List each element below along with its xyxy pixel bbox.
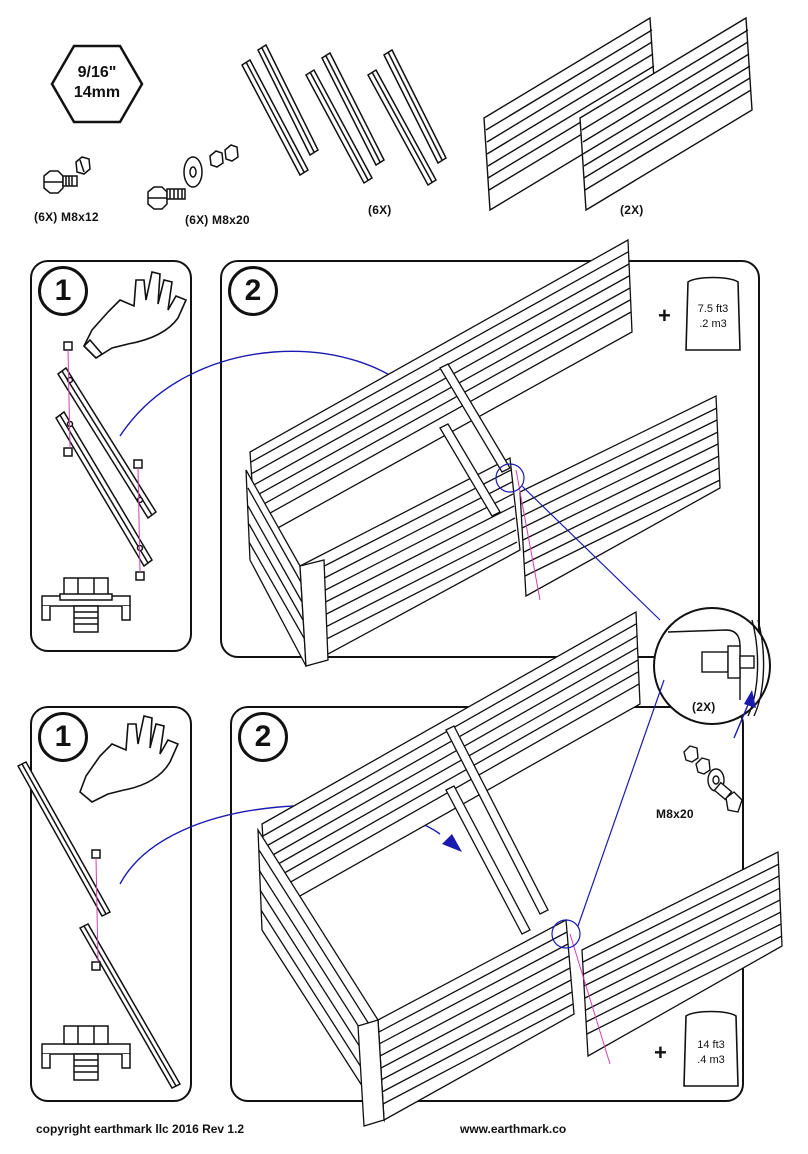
- wrench-size-mm: 14mm: [73, 84, 121, 101]
- bracket-nut-icon: [41, 577, 131, 633]
- arrow-bottom-head: [442, 834, 462, 852]
- bottom-soil-ft3: 14 ft3: [697, 1039, 725, 1051]
- rail-assembly-top: [55, 341, 158, 581]
- top-soil-m3: .2 m3: [699, 318, 727, 330]
- soil-bag-top-icon: [685, 276, 741, 351]
- guide-lines-top2: [515, 469, 541, 601]
- guide-lines-bottom2: [569, 933, 611, 1065]
- top-step2-number: 2: [228, 266, 278, 316]
- planter-box-top: [245, 238, 721, 668]
- rails-label: (6X): [368, 203, 392, 217]
- short-bolt-icon: [43, 156, 91, 194]
- bottom-soil-m3: .4 m3: [697, 1054, 725, 1066]
- glove-icon-bottom: [79, 715, 180, 803]
- rail-assembly-bottom: [16, 761, 182, 1089]
- top-step1-number: 1: [38, 266, 88, 316]
- detail-callout-bottom: [551, 919, 581, 949]
- long-bolt-icon: [147, 144, 239, 210]
- bottom-step1-number: 1: [38, 712, 88, 762]
- wrench-size-inch: 9/16": [77, 64, 117, 81]
- top-soil-ft3: 7.5 ft3: [697, 303, 729, 315]
- guide-lines-top1: [67, 349, 141, 573]
- website-text: www.earthmark.co: [460, 1122, 567, 1136]
- short-bolt-label: (6X) M8x12: [34, 210, 99, 224]
- detail-bolt-icon: [667, 619, 765, 717]
- detail-callout-top: [495, 463, 525, 493]
- guide-lines-bottom1: [95, 857, 99, 963]
- bracket-nut-icon-bottom: [41, 1025, 131, 1081]
- wrench-size-hex: 9/16" 14mm: [50, 44, 144, 124]
- long-bolt-label: (6X) M8x20: [185, 213, 250, 227]
- top-plus: +: [658, 303, 671, 328]
- corrugated-panel-icons: [483, 16, 753, 212]
- bottom-step2-number: 2: [238, 712, 288, 762]
- detail-hardware-icon: [683, 745, 743, 813]
- detail-qty-label: (2X): [692, 700, 716, 714]
- panels-label: (2X): [620, 203, 644, 217]
- copyright-text: copyright earthmark llc 2016 Rev 1.2: [36, 1122, 245, 1136]
- planter-box-bottom: [257, 610, 783, 1127]
- detail-bolt-label: M8x20: [656, 807, 694, 821]
- hexagon-icon: [50, 44, 144, 124]
- glove-icon: [82, 271, 188, 360]
- bottom-plus: +: [654, 1040, 667, 1065]
- rail-icons: [241, 43, 447, 187]
- soil-bag-bottom-icon: [683, 1010, 739, 1087]
